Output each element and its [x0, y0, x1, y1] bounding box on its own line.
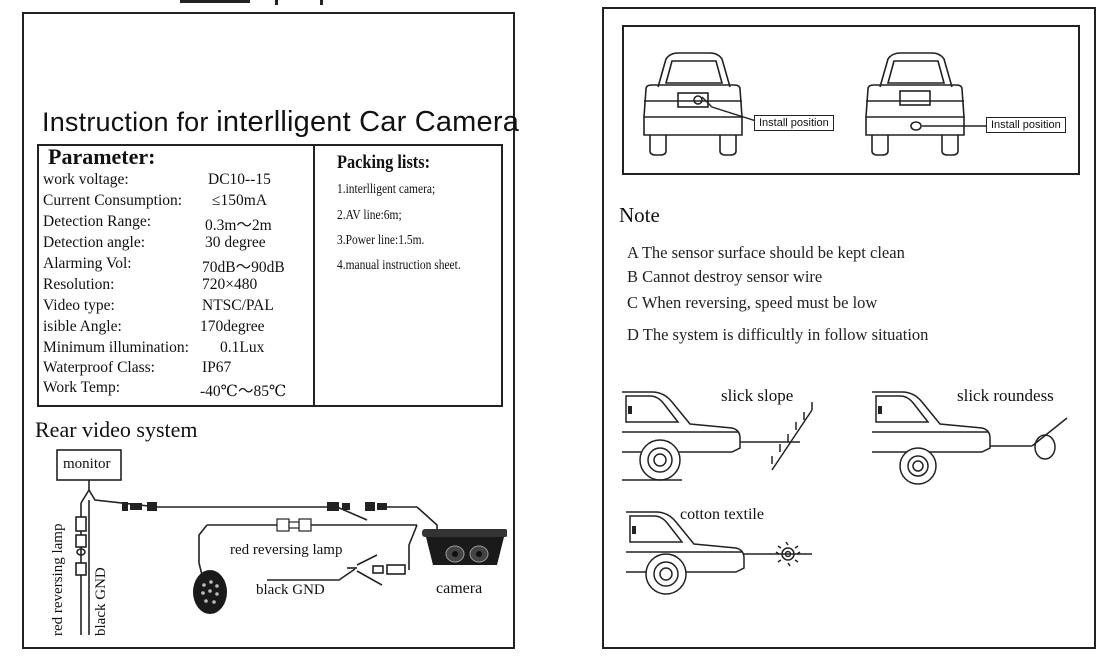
- param-label: isible Angle:: [43, 318, 122, 335]
- param-value: 0.1Lux: [220, 339, 265, 356]
- car-rear-left: [643, 52, 743, 156]
- param-value: -40℃～85℃: [200, 383, 287, 400]
- param-value: ≤150mA: [212, 192, 268, 209]
- param-value: 0.3m～2m: [205, 217, 272, 234]
- left-manual-page: [22, 12, 515, 649]
- parameter-title: Parameter:: [48, 144, 156, 169]
- param-label: Detection angle:: [43, 234, 145, 251]
- install-position-label-left: Install position: [754, 115, 834, 131]
- wiring-diagram: [56, 449, 507, 635]
- packing-item: 4.manual instruction sheet.: [337, 258, 461, 273]
- right-manual-page: [602, 7, 1096, 649]
- parameter-divider: [313, 144, 315, 407]
- vertical-red-lamp-label: red reversing lamp: [50, 523, 66, 636]
- note-item: B Cannot destroy sensor wire: [627, 267, 823, 286]
- slick-roundess-label: slick roundess: [957, 386, 1054, 405]
- packing-item: 1.interlligent camera;: [337, 182, 436, 197]
- packing-list-title: Packing lists:: [337, 152, 431, 173]
- red-reversing-lamp-label: red reversing lamp: [230, 542, 343, 558]
- install-diagram-box: [622, 25, 1080, 175]
- note-item: D The system is difficultly in follow si…: [627, 325, 929, 344]
- install-pointer-right: [922, 125, 986, 127]
- parameter-box: [37, 144, 503, 407]
- scene-cotton-textile: [626, 511, 812, 595]
- param-value: 720×480: [202, 276, 258, 293]
- packing-item: 2.AV line:6m;: [337, 208, 402, 223]
- param-value: 170degree: [200, 318, 265, 335]
- black-gnd-label: black GND: [256, 582, 325, 598]
- param-value: 70dB～90dB: [202, 259, 285, 276]
- packing-item: 3.Power line:1.5m.: [337, 233, 425, 248]
- param-value: 30 degree: [205, 234, 266, 251]
- param-value: DC10--15: [208, 171, 271, 188]
- slick-slope-label: slick slope: [721, 386, 794, 405]
- install-pointer-left: [701, 96, 756, 122]
- param-label: Detection Range:: [43, 213, 152, 230]
- car-rear-right: [865, 52, 965, 156]
- param-value: IP67: [202, 359, 232, 376]
- rear-video-title: Rear video system: [35, 417, 198, 442]
- param-label: Minimum illumination:: [43, 339, 189, 356]
- param-label: Resolution:: [43, 276, 115, 293]
- top-edge-marks: [180, 0, 323, 5]
- scene-slick-roundess: [872, 391, 1068, 485]
- param-label: Work Temp:: [43, 379, 121, 396]
- install-position-label-right: Install position: [986, 117, 1066, 133]
- manual-title: Instruction for interlligent Car Camera: [42, 106, 519, 139]
- note-title: Note: [619, 203, 660, 227]
- param-label: Waterproof Class:: [43, 359, 155, 376]
- camera-label: camera: [436, 580, 483, 597]
- param-label: work voltage:: [43, 171, 129, 188]
- scene-slick-slope: [622, 391, 813, 481]
- monitor-label: monitor: [63, 456, 111, 472]
- title-prefix: Instruction for: [42, 107, 217, 137]
- cotton-textile-label: cotton textile: [680, 506, 764, 523]
- camera-device: [422, 529, 507, 565]
- param-label: Current Consumption:: [43, 192, 183, 209]
- note-item: C When reversing, speed must be low: [627, 293, 878, 312]
- param-label: Video type:: [43, 297, 115, 314]
- param-value: NTSC/PAL: [202, 297, 274, 314]
- param-label: Alarming Vol:: [43, 255, 132, 272]
- title-main: interlligent Car Camera: [216, 106, 520, 138]
- vertical-black-gnd-label: black GND: [93, 567, 109, 636]
- note-item: A The sensor surface should be kept clea…: [627, 243, 905, 262]
